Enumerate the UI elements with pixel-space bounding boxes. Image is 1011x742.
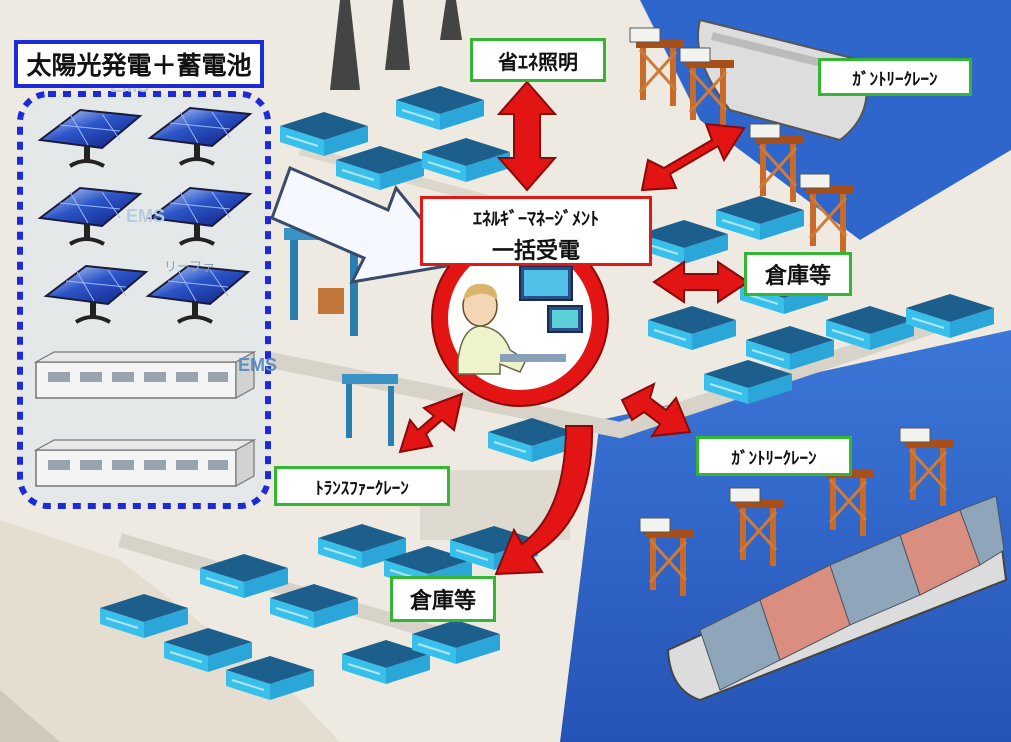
operator-illustration <box>457 265 583 375</box>
solar-storage-title: 太陽光発電＋蓄電池 <box>14 40 264 88</box>
bulk-power-receiving-text: 一括受電 <box>491 239 580 264</box>
bems-watermark: EMS <box>238 355 278 375</box>
container-ship <box>666 495 1008 702</box>
lighting-label: 省ｴﾈ照明 <box>470 38 606 82</box>
warehouse-label-right: 倉庫等 <box>744 252 852 296</box>
energy-management-text: ｴﾈﾙｷﾞｰﾏﾈｰｼﾞﾒﾝﾄ <box>473 209 599 230</box>
energy-arrows <box>398 80 750 576</box>
gantry-crane-label-mid: ｶﾞﾝﾄﾘｰｸﾚｰﾝ <box>696 436 852 476</box>
supply-arrow <box>270 165 461 284</box>
svg-text:EMS: EMS <box>126 206 165 226</box>
energy-management-label: ｴﾈﾙｷﾞｰﾏﾈｰｼﾞﾒﾝﾄ 一括受電 <box>420 196 652 266</box>
transfer-crane-label: ﾄﾗﾝｽﾌｧｰｸﾚｰﾝ <box>274 466 450 506</box>
solar-dashed-frame <box>17 91 271 509</box>
gantry-crane-label-top: ｶﾞﾝﾄﾘｰｸﾚｰﾝ <box>818 58 972 96</box>
reefer-watermark: リーファ <box>164 259 216 274</box>
warehouse-label-bottom: 倉庫等 <box>390 576 496 622</box>
